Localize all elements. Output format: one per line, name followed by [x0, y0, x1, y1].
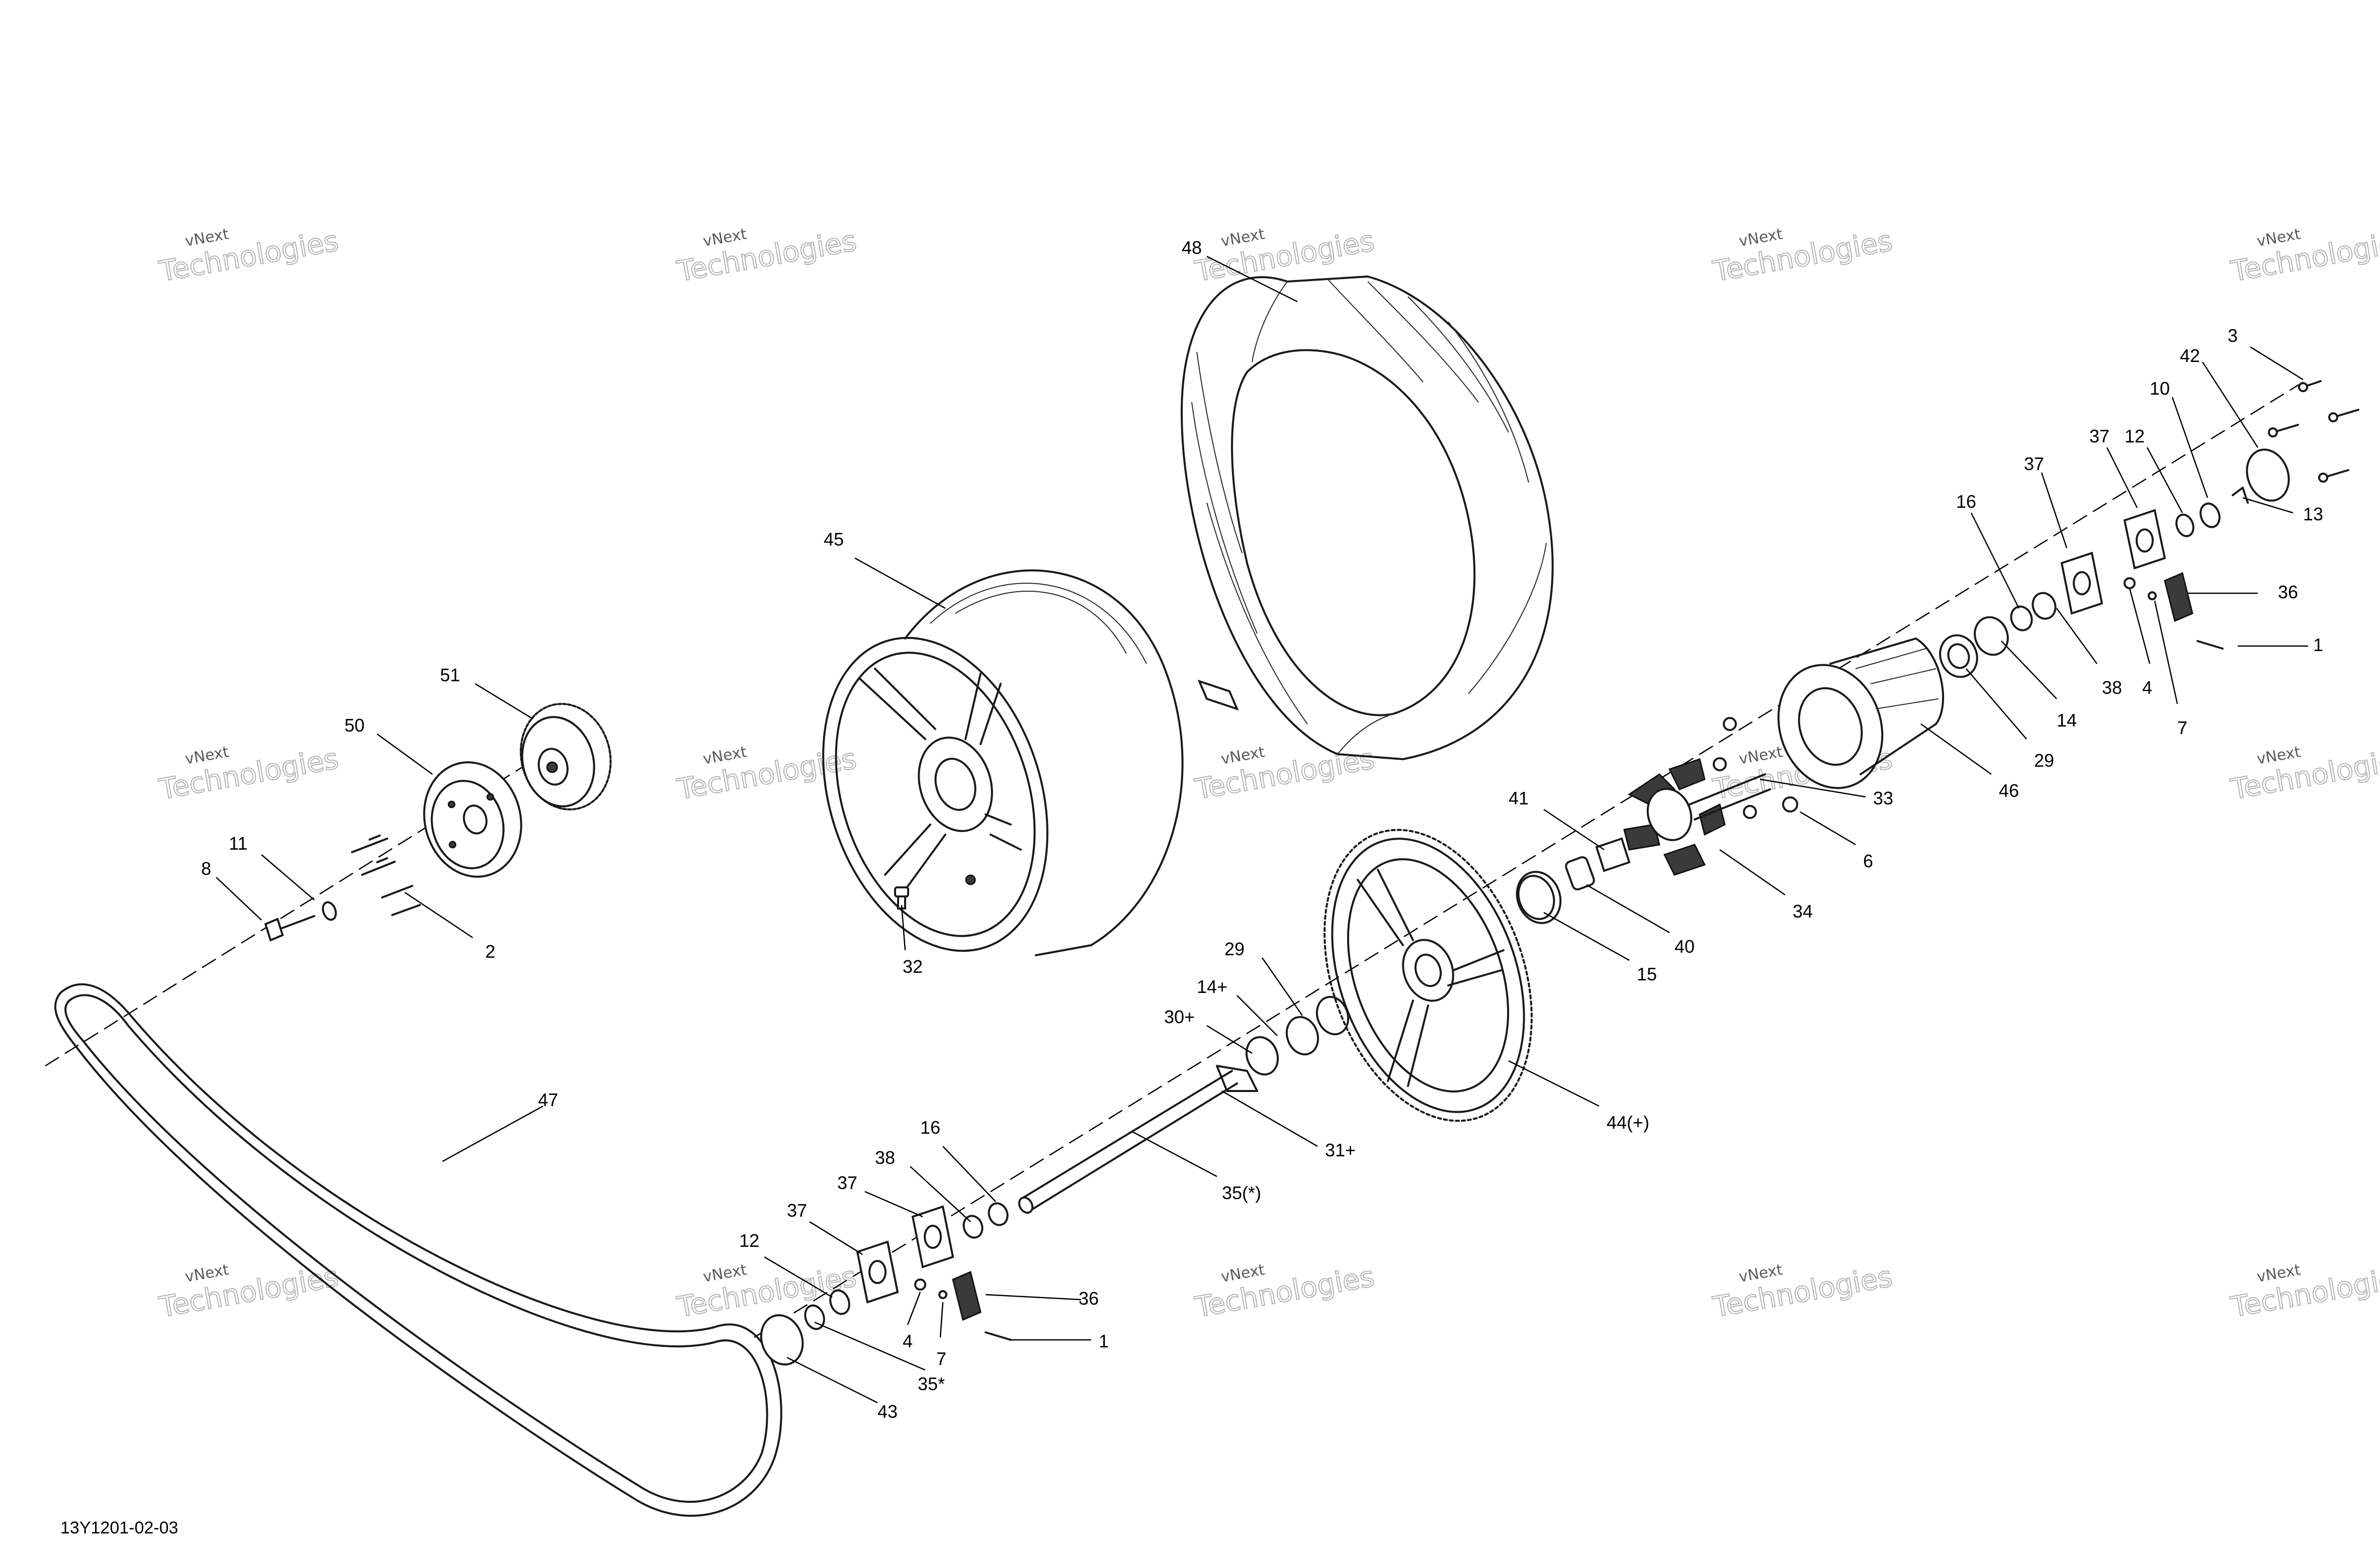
callout-37: 37: [2024, 453, 2044, 474]
watermark-text: Technologies: [2228, 1260, 2380, 1324]
callout-40: 40: [1674, 936, 1695, 957]
callout-32: 32: [903, 956, 923, 977]
tire: [1181, 276, 1554, 760]
callout-16: 16: [920, 1117, 940, 1138]
wheel-rim: [822, 569, 1184, 956]
callout-36: 36: [2278, 582, 2298, 602]
callout-10: 10: [2150, 378, 2170, 399]
callout-12: 12: [2125, 426, 2145, 446]
callout-50: 50: [344, 715, 365, 736]
tire-outline: [1181, 276, 1554, 760]
upper-bearings: [1939, 592, 2057, 678]
pulley-bolts: [351, 835, 421, 916]
callout-37: 37: [837, 1172, 857, 1193]
callout-7: 7: [2177, 717, 2187, 738]
callout-13: 13: [2303, 504, 2323, 524]
rim-spoke: [884, 824, 946, 891]
callout-51: 51: [440, 665, 460, 685]
axle: [1018, 1065, 1258, 1214]
axis-line: [754, 381, 2304, 1338]
drive-pulley: [423, 761, 522, 878]
watermark-text: Technologies: [2228, 743, 2380, 806]
callout-30-plus: 30+: [1164, 1007, 1195, 1027]
wheel-hub: [1777, 638, 1945, 789]
callout-48: 48: [1182, 237, 1202, 258]
callout-35: 35(*): [1222, 1183, 1261, 1203]
callout-4: 4: [2142, 677, 2152, 698]
callout-29: 29: [2034, 750, 2054, 771]
callout-1: 1: [2313, 634, 2323, 655]
callout-44: 44(+): [1607, 1112, 1649, 1133]
sprocket-pulley: [519, 703, 612, 810]
callout-14: 14: [2057, 710, 2077, 731]
callout-38: 38: [875, 1147, 895, 1168]
diagram-reference-number: 13Y1201-02-03: [60, 1518, 178, 1537]
leader-lines: [216, 255, 2308, 1404]
callout-15: 15: [1637, 964, 1657, 984]
callout-31-plus: 31+: [1325, 1140, 1356, 1160]
callout-38: 38: [2102, 677, 2122, 698]
watermark-text: Technologies: [2228, 225, 2380, 289]
callout-2: 2: [485, 941, 495, 962]
drive-belt: [54, 983, 782, 1517]
callout-3: 3: [2228, 325, 2238, 346]
rim-spoke: [985, 813, 1022, 851]
valve-stem: [1197, 679, 1239, 711]
callout-46: 46: [1999, 780, 2019, 801]
callout-37: 37: [787, 1200, 807, 1221]
upper-bearing-housings: [2060, 509, 2224, 650]
rim-barrel: [904, 569, 1184, 956]
callout-6: 6: [1863, 851, 1873, 871]
valve: [894, 886, 909, 910]
rim-spoke: [859, 668, 936, 740]
callout-11: 11: [229, 833, 247, 854]
tire-inner: [1231, 349, 1476, 716]
rim-front-flange: [822, 637, 1048, 952]
callout-45: 45: [824, 529, 844, 550]
callout-12: 12: [739, 1230, 759, 1251]
damper-assembly: [1623, 717, 1798, 876]
callout-34: 34: [1793, 901, 1813, 922]
callout-7: 7: [936, 1348, 946, 1369]
lower-bearing-group: [760, 1202, 1012, 1366]
callout-14-plus: 14+: [1197, 976, 1227, 997]
callout-41: 41: [1509, 788, 1529, 808]
rim-hub: [918, 737, 993, 832]
callout-42: 42: [2180, 345, 2200, 366]
washer-and-bolt: [264, 901, 337, 942]
callout-33: 33: [1873, 788, 1893, 808]
callout-labels: 48 45 51 50 11 8 2 32 47 3 42 10 12 37 3…: [201, 237, 2323, 1422]
upper-small-parts: [2175, 380, 2359, 537]
lower-bearings: [1245, 995, 1350, 1076]
callout-35-star: 35*: [918, 1374, 945, 1394]
callout-1: 1: [1099, 1331, 1109, 1351]
callout-8: 8: [201, 858, 211, 879]
hub-small-parts: [1516, 837, 1631, 924]
callout-43: 43: [877, 1401, 898, 1422]
callout-29: 29: [1224, 939, 1245, 959]
callout-37: 37: [2089, 426, 2109, 446]
callout-47: 47: [538, 1089, 558, 1110]
rim-spoke: [964, 673, 1002, 745]
callout-16: 16: [1956, 491, 1976, 512]
callout-36: 36: [1079, 1288, 1099, 1309]
drive-gear: [1324, 829, 1533, 1122]
callout-4: 4: [903, 1331, 913, 1351]
